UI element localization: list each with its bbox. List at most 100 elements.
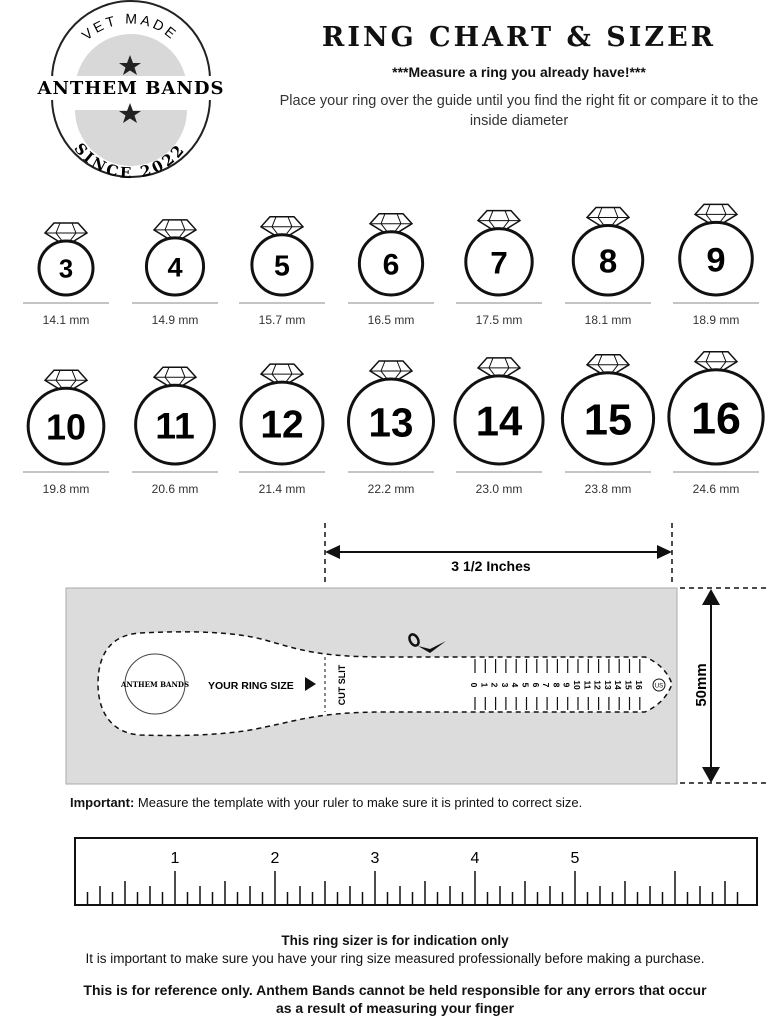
scale-number: 10 <box>572 680 582 690</box>
ring-circle <box>239 380 325 466</box>
anthem-bands-logo: VET MADE SINCE 2022 ANTHEM BANDS <box>0 0 262 180</box>
ring-circle <box>667 368 765 466</box>
scale-number: 14 <box>613 680 623 690</box>
ring-size-12: 12 21.4 mm <box>239 363 325 496</box>
diamond-icon <box>693 203 739 229</box>
ring-diameter: 16.5 mm <box>368 313 415 327</box>
ring-size-9: 9 18.9 mm <box>673 203 759 327</box>
ring-size-13: 13 22.2 mm <box>347 360 435 496</box>
ring-diameter: 17.5 mm <box>476 313 523 327</box>
page-title: RING CHART & SIZER <box>321 22 717 53</box>
important-note: Important: Measure the template with you… <box>70 795 582 810</box>
scale-number: 6 <box>531 683 541 688</box>
instructions: Place your ring over the guide until you… <box>279 93 759 129</box>
ring-circle <box>464 227 534 297</box>
mini-logo: ANTHEM BANDS <box>120 680 189 689</box>
ring-circle <box>134 383 216 466</box>
scale-number: 3 <box>500 683 510 688</box>
diamond-icon <box>585 206 631 232</box>
ring-size-number: 8 <box>599 242 617 279</box>
ring-size-number: 5 <box>274 250 290 282</box>
ring-circle <box>453 374 545 466</box>
scale-number: 5 <box>521 683 531 688</box>
scale-number: 8 <box>551 683 561 688</box>
ring-circle <box>144 236 206 297</box>
footer-disclaimer: This is for reference only. Anthem Bands… <box>0 981 768 1017</box>
scale-number: 9 <box>562 683 572 688</box>
footer-heading: This ring sizer is for indication only <box>281 933 509 948</box>
ring-size-16: 16 24.6 mm <box>667 350 765 496</box>
tagline: ***Measure a ring you already have!*** <box>392 64 646 80</box>
ring-diameter: 24.6 mm <box>693 482 740 496</box>
scale-number: 11 <box>582 681 592 690</box>
scale-number: 13 <box>603 680 613 690</box>
scale-number: 2 <box>490 683 500 688</box>
ring-diameter: 14.9 mm <box>152 313 199 327</box>
ring-diameter: 15.7 mm <box>259 313 306 327</box>
diamond-icon <box>476 209 522 235</box>
ring-size-10: 10 19.8 mm <box>23 369 109 496</box>
scale-number: 1 <box>479 683 489 688</box>
star-icon <box>119 55 141 75</box>
important-label: Important: <box>70 795 135 810</box>
ring-diameter: 22.2 mm <box>368 482 415 496</box>
ring-circle <box>250 233 314 297</box>
ring-size-number: 7 <box>490 244 508 280</box>
scale-number: 7 <box>541 683 551 688</box>
diamond-icon <box>368 212 414 238</box>
diamond-icon <box>585 354 631 379</box>
ring-diameter: 19.8 mm <box>43 482 90 496</box>
ruler-inch-label: 5 <box>571 850 580 867</box>
ring-diameter: 14.1 mm <box>43 313 90 327</box>
width-label: 3 1/2 Inches <box>451 558 531 574</box>
ring-circle <box>678 220 754 297</box>
ring-circle <box>571 224 645 297</box>
ruler-inch-label: 4 <box>471 850 480 867</box>
scale-number: 0 <box>469 683 479 688</box>
ruler-inch-label: 2 <box>271 850 280 867</box>
diamond-icon <box>693 350 739 376</box>
diamond-icon <box>368 360 414 385</box>
cut-slit-label: CUT SLIT <box>337 664 347 705</box>
ring-size-number: 9 <box>706 241 725 279</box>
diamond-icon <box>259 216 305 241</box>
disclaimer-line-2: as a result of measuring your finger <box>275 1000 515 1016</box>
ring-sizer-template: 3 1/2 Inches 50mm ANTHEM BANDS YOUR RING… <box>65 523 768 785</box>
height-label: 50mm <box>693 663 710 706</box>
ring-size-number: 15 <box>584 396 632 444</box>
diamond-icon <box>152 366 198 392</box>
scale-number: 12 <box>593 680 603 690</box>
ring-size-number: 16 <box>691 393 741 443</box>
ring-size-number: 6 <box>383 248 400 281</box>
ring-size-8: 8 18.1 mm <box>565 206 651 327</box>
ring-size-number: 4 <box>167 251 182 282</box>
ring-diameter: 18.9 mm <box>693 313 740 327</box>
disclaimer-line-1: This is for reference only. Anthem Bands… <box>83 982 707 998</box>
diamond-icon <box>259 363 305 388</box>
diamond-icon <box>43 222 89 247</box>
ring-size-number: 13 <box>369 399 414 445</box>
ring-size-4: 4 14.9 mm <box>132 219 218 327</box>
scale-number: 15 <box>624 680 634 690</box>
scale-number: 16 <box>634 680 644 690</box>
ring-size-number: 11 <box>155 404 195 446</box>
sizer-cutout-outline <box>97 631 673 737</box>
ring-diameter: 23.0 mm <box>476 482 523 496</box>
ring-size-number: 12 <box>260 403 303 446</box>
ring-size-5: 5 15.7 mm <box>239 216 325 327</box>
diamond-icon <box>152 219 198 244</box>
ring-diameter: 21.4 mm <box>259 482 306 496</box>
ring-diameter: 20.6 mm <box>152 482 199 496</box>
scale-number: 4 <box>510 683 520 688</box>
diamond-icon <box>43 369 89 395</box>
ring-circle <box>26 386 106 466</box>
your-ring-size-label: YOUR RING SIZE <box>208 680 294 692</box>
ring-size-number: 10 <box>46 406 86 447</box>
ring-diameter: 18.1 mm <box>585 313 632 327</box>
ring-circle <box>347 377 435 466</box>
ring-circle <box>560 371 656 466</box>
